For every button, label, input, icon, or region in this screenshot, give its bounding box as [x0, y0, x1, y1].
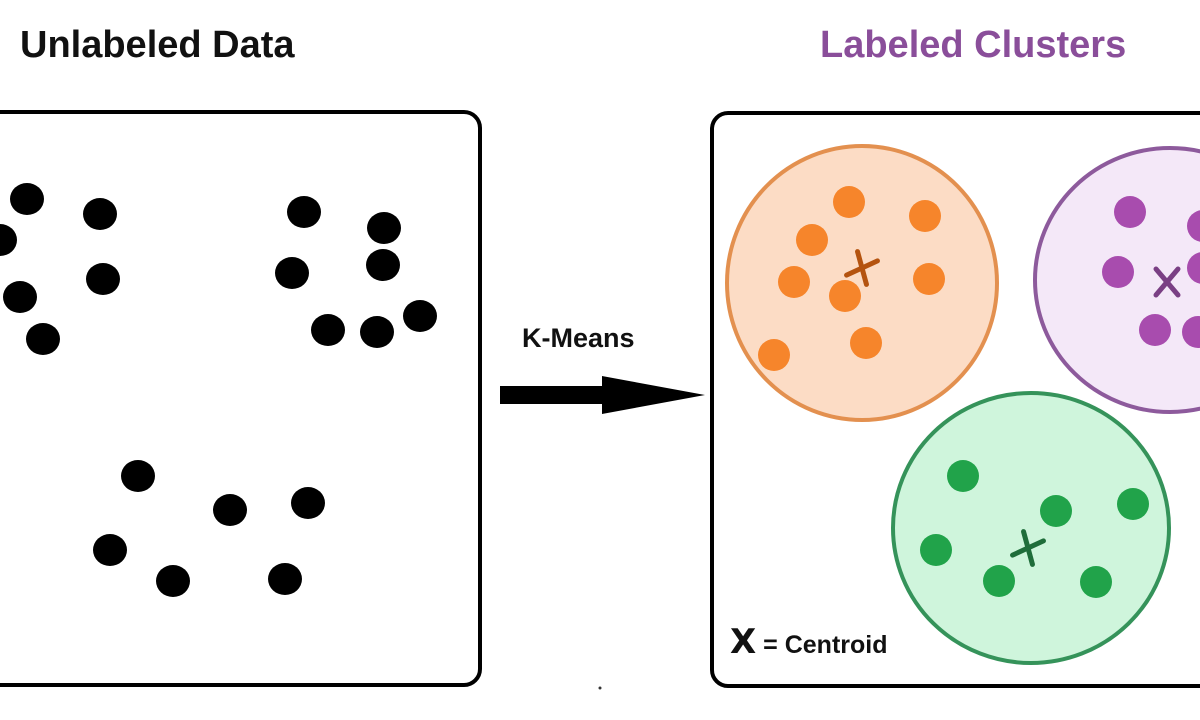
cluster-purple — [1033, 146, 1200, 414]
cluster-point — [758, 339, 790, 371]
cluster-point — [1080, 566, 1112, 598]
cluster-orange — [725, 144, 999, 422]
cluster-point — [1102, 256, 1134, 288]
data-point — [268, 563, 302, 595]
data-point — [275, 257, 309, 289]
unlabeled-points — [0, 183, 437, 597]
centroid-x-icon: X — [730, 622, 757, 662]
cluster-point — [796, 224, 828, 256]
cluster-point — [829, 280, 861, 312]
data-point — [93, 534, 127, 566]
clusters — [725, 144, 1200, 665]
cluster-point — [1187, 252, 1200, 284]
centroid-x-icon — [1153, 266, 1181, 298]
arrow-icon — [500, 376, 705, 414]
cluster-green — [891, 391, 1171, 665]
data-point — [366, 249, 400, 281]
kmeans-label: K-Means — [522, 323, 635, 353]
data-point — [26, 323, 60, 355]
data-point — [156, 565, 190, 597]
centroid-legend: X = Centroid — [730, 622, 888, 662]
cluster-point — [1040, 495, 1072, 527]
cluster-point — [913, 263, 945, 295]
cluster-point — [850, 327, 882, 359]
data-point — [403, 300, 437, 332]
centroid-x-icon — [844, 249, 880, 287]
cluster-point — [778, 266, 810, 298]
data-point — [3, 281, 37, 313]
data-point — [287, 196, 321, 228]
stray-dot — [598, 686, 602, 690]
cluster-point — [920, 534, 952, 566]
cluster-point — [983, 565, 1015, 597]
cluster-point — [1187, 210, 1200, 242]
data-point — [86, 263, 120, 295]
data-point — [0, 224, 17, 256]
cluster-point — [1114, 196, 1146, 228]
labeled-clusters-title: Labeled Clusters — [820, 24, 1127, 66]
cluster-point — [1139, 314, 1171, 346]
data-point — [10, 183, 44, 215]
cluster-point — [909, 200, 941, 232]
centroid-legend-text: = Centroid — [763, 631, 888, 659]
cluster-point — [1182, 316, 1200, 348]
data-point — [83, 198, 117, 230]
data-point — [121, 460, 155, 492]
cluster-point — [833, 186, 865, 218]
data-point — [291, 487, 325, 519]
cluster-point — [1117, 488, 1149, 520]
unlabeled-data-title: Unlabeled Data — [20, 24, 295, 66]
data-point — [360, 316, 394, 348]
data-point — [367, 212, 401, 244]
cluster-boundary — [725, 144, 999, 422]
centroid-x-icon — [1010, 529, 1046, 567]
data-point — [213, 494, 247, 526]
cluster-boundary — [891, 391, 1171, 665]
data-point — [311, 314, 345, 346]
cluster-point — [947, 460, 979, 492]
unlabeled-data-box — [0, 110, 482, 687]
